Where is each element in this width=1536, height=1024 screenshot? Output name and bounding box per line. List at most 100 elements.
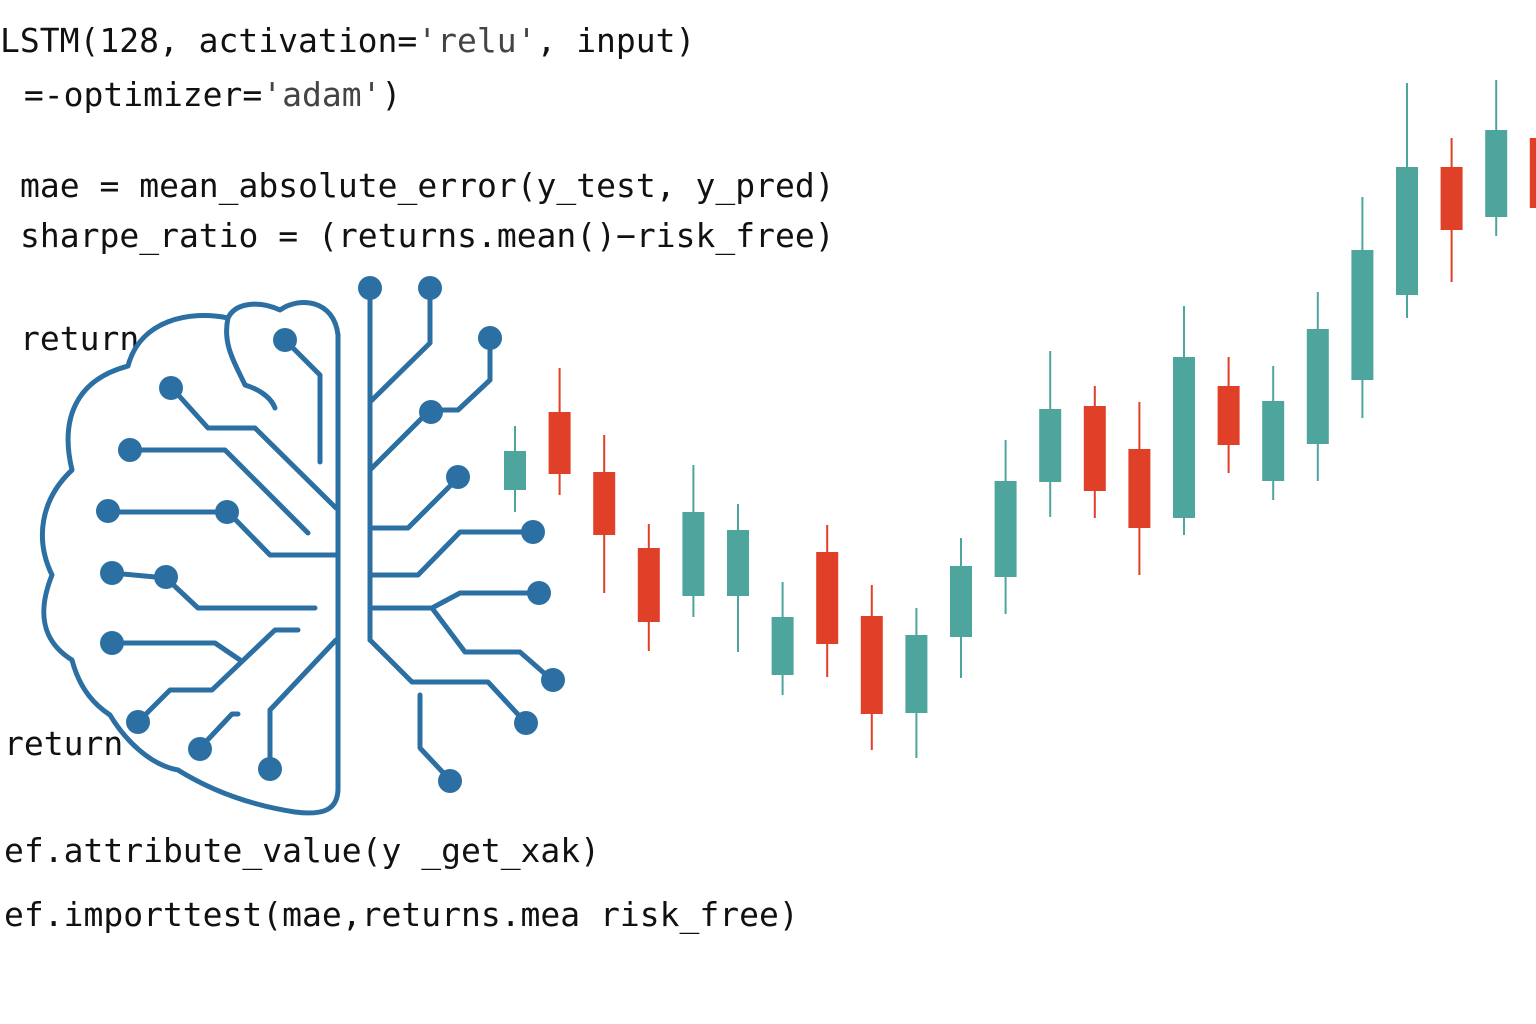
candle xyxy=(816,525,839,677)
candle xyxy=(860,585,883,750)
code-line-mae: mae = mean_absolute_error(y_test, y_pred… xyxy=(20,166,835,205)
candle-body-down xyxy=(1529,138,1536,208)
candle xyxy=(593,435,616,593)
candle xyxy=(1262,366,1285,500)
circuit-trace xyxy=(429,605,555,683)
candle-body-up xyxy=(1173,357,1195,518)
circuit-trace xyxy=(127,447,311,536)
circuit-node xyxy=(188,737,212,761)
circuit-node xyxy=(358,276,382,300)
code-line-optimizer-pre: =-optimizer= xyxy=(4,75,263,114)
circuit-node xyxy=(215,500,239,524)
circuit-node xyxy=(521,520,545,544)
circuit-node xyxy=(258,757,282,781)
circuit-node xyxy=(478,326,502,350)
candle-body-down xyxy=(1128,449,1151,528)
candle-body-down xyxy=(1440,167,1463,230)
candle xyxy=(682,465,705,617)
candle-body-up xyxy=(1351,250,1374,380)
circuit-trace xyxy=(282,337,323,465)
circuit-node xyxy=(419,400,443,424)
code-line-lstm: LSTM(128, activation='relu', input) xyxy=(0,24,695,57)
code-line-sharpe: sharpe_ratio = (returns.mean()−risk_free… xyxy=(20,216,835,255)
circuit-node xyxy=(273,328,297,352)
candle xyxy=(548,368,571,495)
circuit-trace xyxy=(105,509,339,558)
code-line-lstm-pre: LSTM(128, activation= xyxy=(0,21,418,60)
candle-body-up xyxy=(994,481,1017,577)
circuit-trace xyxy=(169,385,339,511)
candle-body-up xyxy=(1039,409,1062,482)
candle xyxy=(1396,83,1418,318)
circuit-trace xyxy=(367,529,535,578)
circuit-trace xyxy=(367,287,433,405)
brain-outline xyxy=(40,300,341,816)
circuit-node xyxy=(100,561,124,585)
candle-body-up xyxy=(682,512,705,596)
circuit-node xyxy=(541,668,565,692)
candle-body-up xyxy=(1485,130,1508,217)
circuit-trace xyxy=(135,627,301,725)
circuit-trace xyxy=(367,475,461,531)
circuit-trace xyxy=(267,637,339,771)
candle xyxy=(504,426,526,512)
candle xyxy=(950,538,972,678)
brain-fold xyxy=(224,315,278,411)
circuit-trace xyxy=(109,640,243,663)
circuit-trace xyxy=(367,590,541,611)
circuit-trace xyxy=(417,692,453,783)
candle-body-up xyxy=(1306,329,1329,444)
candle-body-down xyxy=(1083,406,1106,491)
code-line-optimizer: =-optimizer='adam') xyxy=(4,75,402,114)
candle xyxy=(771,582,794,695)
candle-body-up xyxy=(727,530,749,596)
circuit-node xyxy=(438,769,462,793)
circuit-node xyxy=(96,499,120,523)
candle xyxy=(1128,402,1151,575)
code-line-lstm-string: 'relu' xyxy=(417,21,537,60)
candle xyxy=(1529,138,1536,208)
code-line-return-2: return xyxy=(4,724,124,763)
candle-body-up xyxy=(771,617,794,675)
circuit-trace xyxy=(367,637,528,725)
candle-body-down xyxy=(816,552,839,644)
circuit-node xyxy=(126,710,150,734)
candle-body-down xyxy=(593,472,616,535)
candle-body-down xyxy=(860,616,883,714)
circuit-trace xyxy=(109,570,318,611)
candle xyxy=(1173,306,1195,535)
circuit-node xyxy=(100,631,124,655)
candle xyxy=(1217,357,1240,473)
circuit-node xyxy=(527,581,551,605)
candle xyxy=(1083,386,1106,518)
circuit-trace xyxy=(367,337,493,473)
code-line-lstm-post: , input) xyxy=(536,21,696,60)
candle xyxy=(905,608,928,758)
candle-body-up xyxy=(504,451,526,490)
circuit-node xyxy=(418,276,442,300)
candle-body-down xyxy=(637,548,660,622)
candle xyxy=(994,440,1017,614)
circuit-node xyxy=(446,465,470,489)
code-line-importtest: ef.importtest(mae,returns.mea risk_free) xyxy=(4,895,799,934)
candle xyxy=(1485,80,1508,236)
candle-body-down xyxy=(1217,386,1240,445)
candle-body-down xyxy=(548,412,571,474)
code-line-attribute: ef.attribute_value(y _get_xak) xyxy=(4,831,601,870)
candle xyxy=(637,524,660,651)
candle xyxy=(1306,292,1329,481)
circuit-node xyxy=(118,438,142,462)
circuit-node xyxy=(154,565,178,589)
circuit-node xyxy=(159,376,183,400)
candle-body-up xyxy=(905,635,928,713)
code-line-optimizer-string: 'adam' xyxy=(262,75,382,114)
candle xyxy=(727,504,749,652)
candle-body-up xyxy=(950,566,972,637)
candle-body-up xyxy=(1396,167,1418,295)
candle xyxy=(1440,138,1463,282)
candle-body-up xyxy=(1262,401,1285,481)
circuit-trace xyxy=(197,711,241,751)
code-line-return-1: return xyxy=(20,319,140,358)
candle xyxy=(1039,351,1062,517)
